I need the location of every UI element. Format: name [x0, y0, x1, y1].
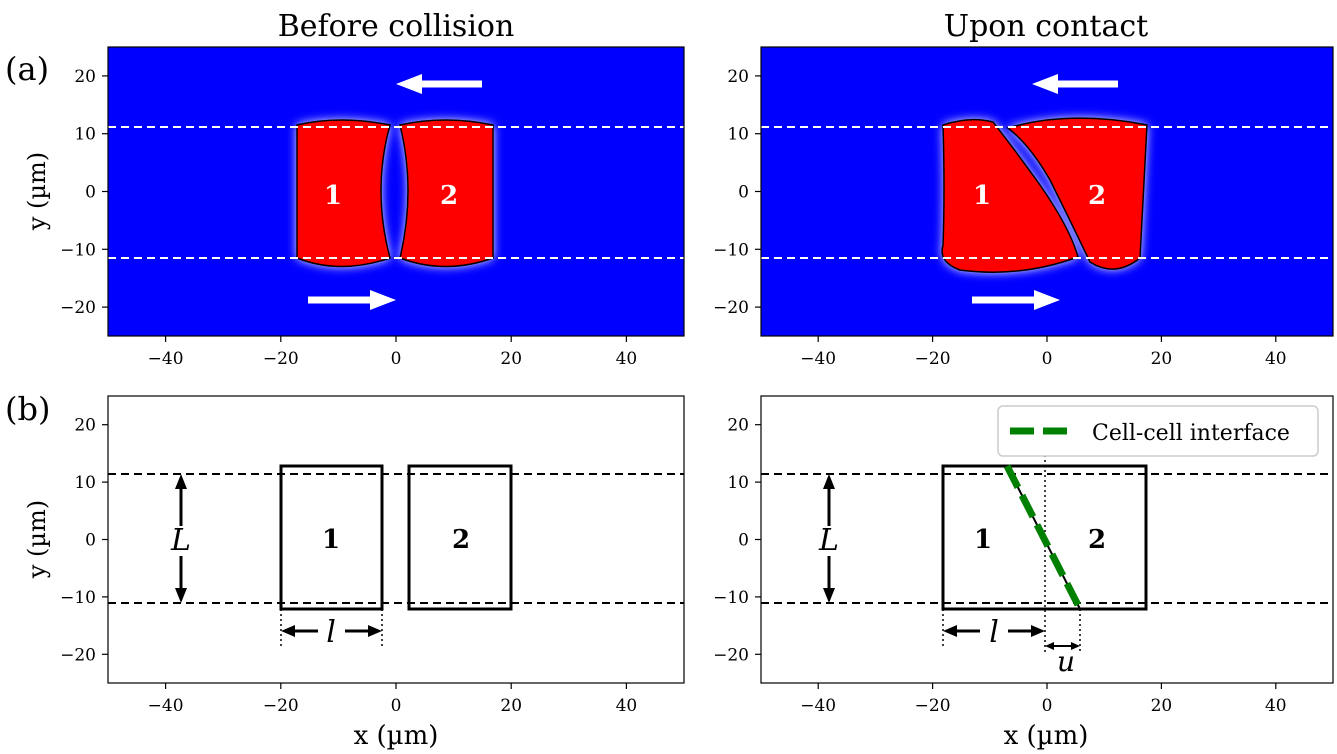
x-tick-label: −40 — [148, 349, 184, 369]
y-tick-label: 0 — [738, 183, 749, 203]
y-tick-label: 10 — [727, 125, 749, 145]
x-tick-label: 0 — [391, 696, 402, 716]
y-tick-label: −10 — [60, 588, 96, 608]
y-tick-label: 0 — [738, 531, 749, 551]
y-tick-label: −20 — [60, 298, 96, 318]
y-tick-label: −20 — [713, 298, 749, 318]
x-tick-label: 40 — [1265, 696, 1287, 716]
y-axis-label: y (µm) — [23, 500, 51, 579]
x-tick-label: −20 — [915, 349, 951, 369]
x-tick-label: 0 — [1042, 696, 1053, 716]
cell-2-shape — [1006, 117, 1148, 270]
y-tick-label: −10 — [713, 588, 749, 608]
y-tick-label: 10 — [727, 473, 749, 493]
row-label-a: (a) — [5, 50, 49, 88]
x-tick-label: −20 — [915, 696, 951, 716]
cell-2-label: 2 — [1088, 525, 1106, 555]
x-tick-label: 20 — [500, 696, 522, 716]
y-tick-label: −10 — [713, 240, 749, 260]
cell-1-label: 1 — [974, 525, 992, 555]
cell-1-shape — [296, 119, 391, 268]
l-label: l — [989, 615, 999, 650]
y-axis-label: y (µm) — [23, 152, 51, 231]
l-label: l — [326, 615, 336, 650]
u-label: u — [1057, 645, 1075, 678]
x-tick-label: 0 — [391, 349, 402, 369]
y-tick-label: 20 — [727, 67, 749, 87]
interface-dashed-line — [1003, 464, 1084, 611]
y-tick-label: −20 — [60, 645, 96, 665]
title-left: Before collision — [278, 9, 515, 44]
cell-1-box — [279, 464, 384, 611]
u-arrow-icon — [1045, 642, 1080, 650]
cell-2-box — [407, 464, 513, 611]
y-tick-label: 0 — [85, 531, 96, 551]
panel-top-left: 1 2 — [107, 46, 685, 337]
x-tick-label: −40 — [800, 349, 836, 369]
panel-bottom-left: 1 2 L l — [107, 395, 685, 684]
x-tick-label: −40 — [148, 696, 184, 716]
x-tick-label: 0 — [1042, 349, 1053, 369]
L-arrow-icon — [814, 474, 844, 603]
x-tick-label: −20 — [263, 349, 299, 369]
y-tick-label: 10 — [74, 473, 96, 493]
y-tick-label: 20 — [74, 416, 96, 436]
arrow-left-icon — [1032, 74, 1118, 94]
y-tick-label: 20 — [74, 67, 96, 87]
cell-2-label: 2 — [440, 181, 458, 211]
panel-bottom-right: 1 2 L l u Cell-cell interface — [760, 395, 1334, 684]
background-field — [761, 47, 1333, 336]
y-tick-label: 20 — [727, 416, 749, 436]
cell-2-shape — [399, 119, 494, 268]
y-tick-label: 10 — [74, 125, 96, 145]
legend-label: Cell-cell interface — [1092, 421, 1290, 446]
title-right: Upon contact — [944, 9, 1148, 44]
y-tick-label: −20 — [713, 645, 749, 665]
row-label-b: (b) — [5, 390, 50, 428]
L-label: L — [170, 523, 191, 558]
L-arrow-icon — [166, 474, 196, 603]
x-tick-label: 40 — [616, 696, 638, 716]
y-tick-label: 0 — [85, 183, 96, 203]
x-axis-label: x (µm) — [354, 721, 439, 751]
x-tick-label: −20 — [263, 696, 299, 716]
x-tick-label: 40 — [1265, 349, 1287, 369]
x-tick-label: 20 — [1151, 696, 1173, 716]
x-tick-label: 20 — [1151, 349, 1173, 369]
cell-1-label: 1 — [322, 525, 340, 555]
L-label: L — [818, 523, 839, 558]
x-tick-label: 20 — [500, 349, 522, 369]
arrow-left-icon — [396, 74, 482, 94]
background-field — [108, 47, 684, 336]
legend: Cell-cell interface — [997, 405, 1319, 457]
panel-top-right: 1 2 — [760, 46, 1334, 337]
l-arrow-icon — [281, 625, 382, 637]
cell-2-label: 2 — [452, 525, 470, 555]
x-tick-label: 40 — [616, 349, 638, 369]
l-arrow-icon — [943, 625, 1045, 637]
cell-1-label: 1 — [324, 181, 342, 211]
cell-2-label: 2 — [1088, 181, 1106, 211]
y-tick-label: −10 — [60, 240, 96, 260]
x-tick-label: −40 — [800, 696, 836, 716]
arrow-right-icon — [308, 290, 396, 310]
arrow-right-icon — [972, 290, 1060, 310]
cell-1-label: 1 — [973, 181, 991, 211]
x-axis-label: x (µm) — [1004, 721, 1089, 751]
